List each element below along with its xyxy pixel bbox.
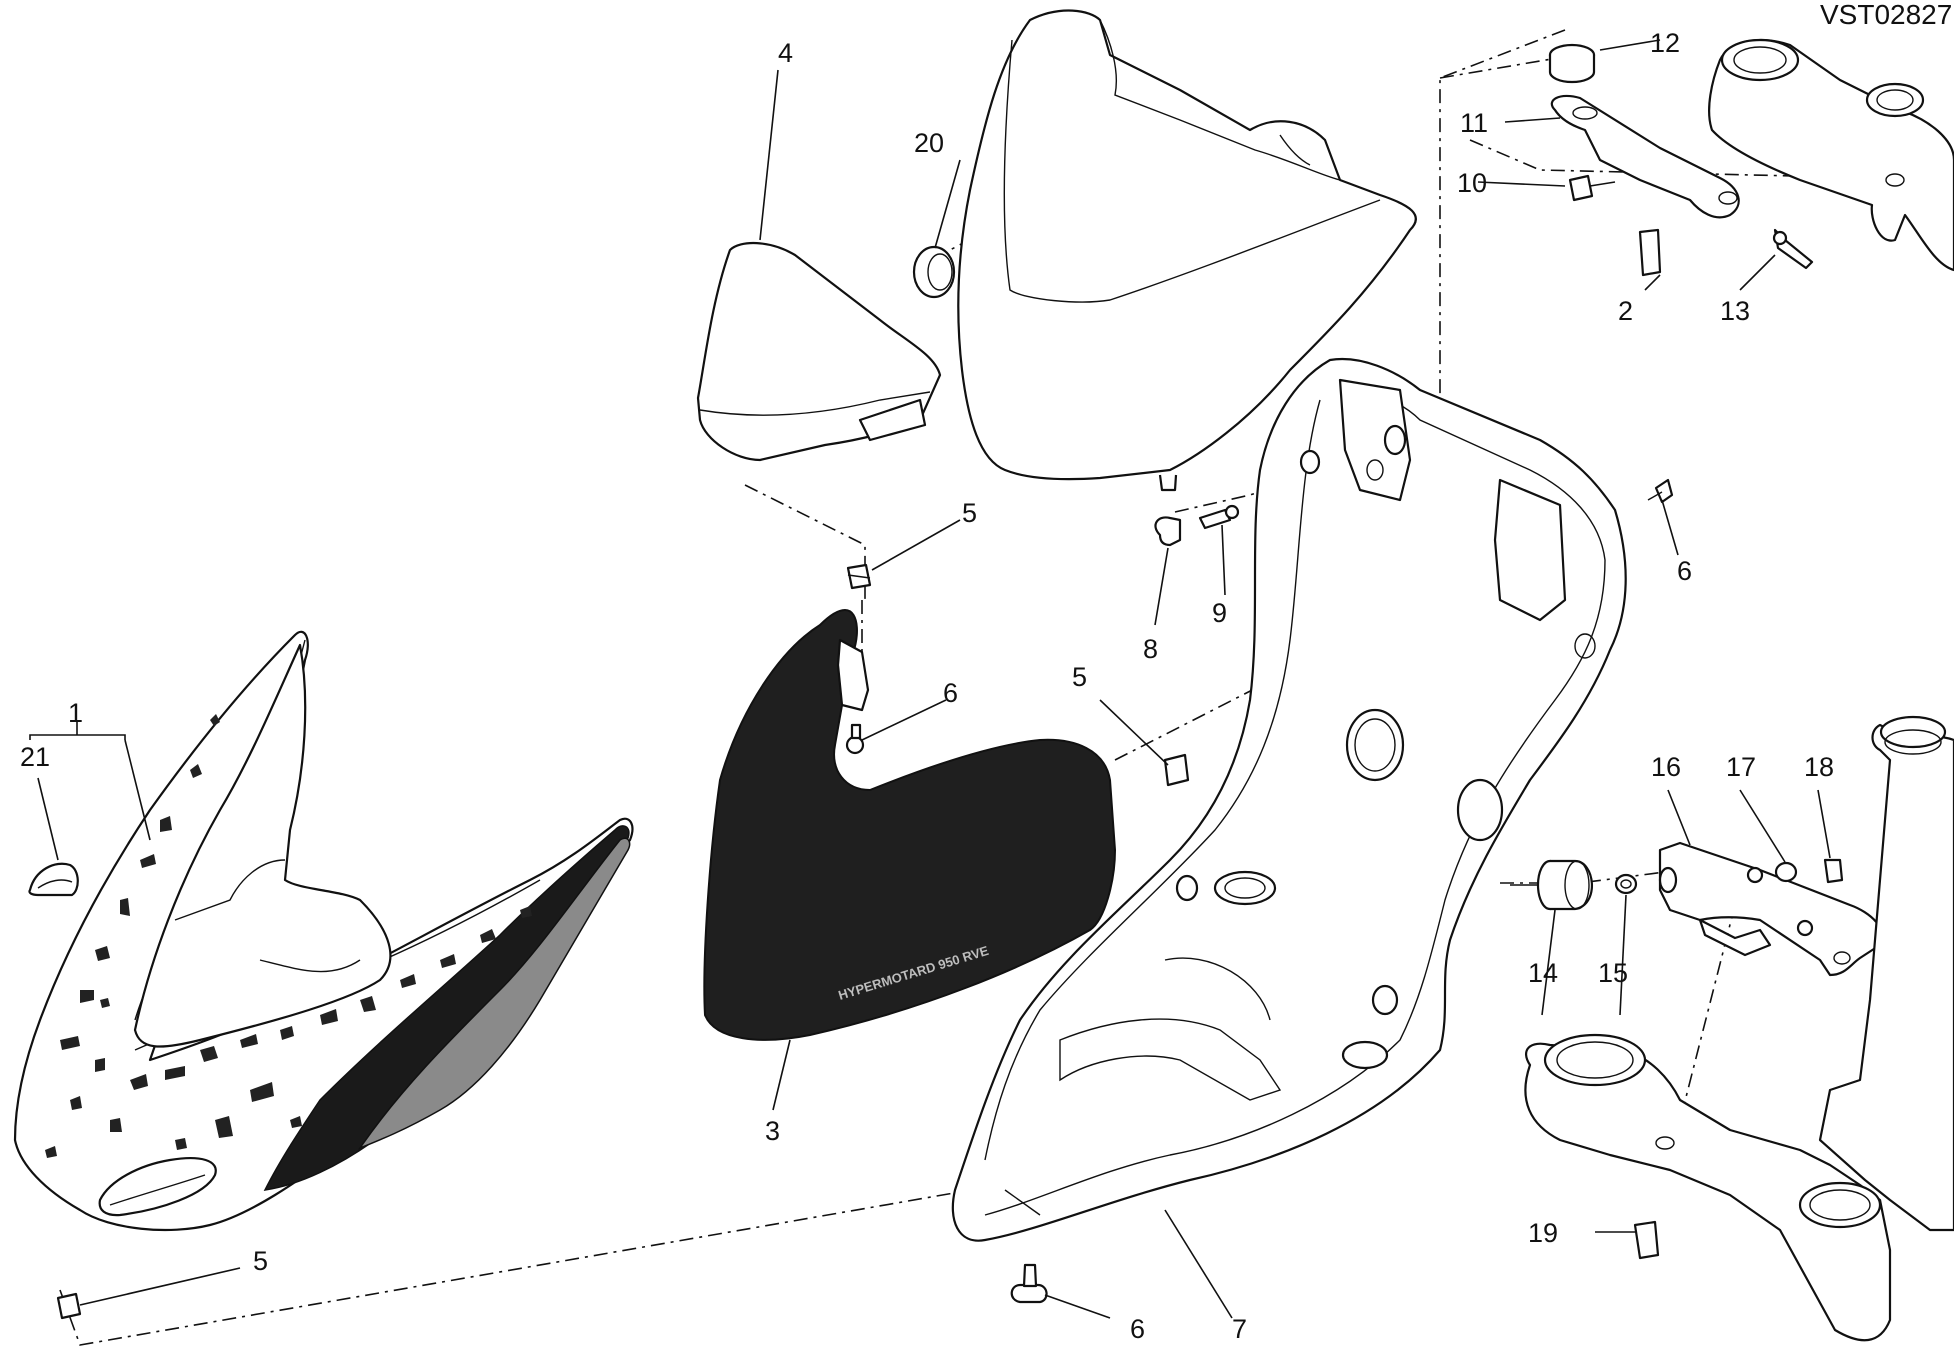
callout-12: 12 xyxy=(1650,28,1680,58)
callout-5-frame: 5 xyxy=(1072,662,1087,692)
decal-panel-fill xyxy=(703,608,1117,1041)
callout-labels: 1 21 2 3 4 5 5 5 6 6 6 7 8 9 10 11 12 13… xyxy=(20,28,1834,1344)
lower-steering-yoke xyxy=(1524,715,1954,1342)
callout-5-upper: 5 xyxy=(962,498,977,528)
leader-lines xyxy=(29,39,1831,1319)
upper-steering-yoke xyxy=(1708,38,1954,272)
part-4-cover xyxy=(696,241,942,462)
callout-21: 21 xyxy=(20,742,50,772)
callout-8: 8 xyxy=(1143,634,1158,664)
callout-2: 2 xyxy=(1618,296,1633,326)
fastener-8-9 xyxy=(1154,449,1321,547)
callout-16: 16 xyxy=(1651,752,1681,782)
callout-15: 15 xyxy=(1598,958,1628,988)
callout-7: 7 xyxy=(1232,1314,1247,1344)
nut-5-upper xyxy=(846,563,872,590)
callout-6-bottom: 6 xyxy=(1130,1314,1145,1344)
callout-10: 10 xyxy=(1457,168,1487,198)
callout-17: 17 xyxy=(1726,752,1756,782)
callout-6-mid: 6 xyxy=(943,678,958,708)
bracket-group-top xyxy=(1548,43,1814,277)
part-1-front-fairing xyxy=(13,630,634,1232)
headlight xyxy=(912,9,1417,492)
callout-3: 3 xyxy=(765,1116,780,1146)
callout-20: 20 xyxy=(914,128,944,158)
nut-5-lower xyxy=(56,1292,82,1320)
callout-14: 14 xyxy=(1528,958,1558,988)
part-21-badge xyxy=(28,862,79,897)
part-7-inner-frame xyxy=(951,358,1674,1242)
diagram-code: VST02827 xyxy=(1820,0,1952,30)
bracket-group-right xyxy=(1510,841,1884,977)
callout-11: 11 xyxy=(1460,108,1488,138)
callout-6-right: 6 xyxy=(1677,556,1692,586)
screw-6-mid xyxy=(845,723,865,755)
fairing-camo-pattern xyxy=(45,714,532,1158)
screw-6-bottom xyxy=(1010,1263,1048,1304)
callout-9: 9 xyxy=(1212,598,1227,628)
callout-1: 1 xyxy=(68,698,83,728)
callout-5-lower: 5 xyxy=(253,1246,268,1276)
callout-13: 13 xyxy=(1720,296,1750,326)
callout-18: 18 xyxy=(1804,752,1834,782)
callout-4: 4 xyxy=(778,38,793,68)
part-3-decal-panel: HYPERMOTARD 950 RVE xyxy=(703,608,1117,1041)
callout-19: 19 xyxy=(1528,1218,1558,1248)
